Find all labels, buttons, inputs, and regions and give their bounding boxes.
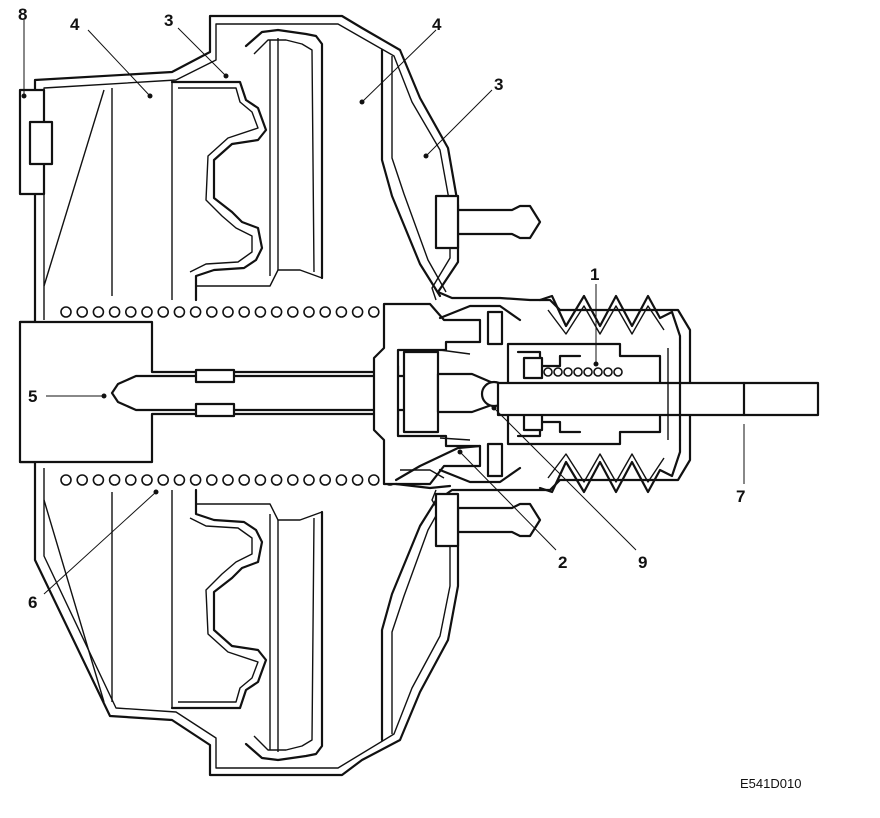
callout-1: 1 <box>590 265 599 284</box>
diaphragm-lower <box>111 488 447 762</box>
spring-coil <box>76 474 88 486</box>
spring-coil <box>351 306 364 318</box>
spring-coil <box>270 306 283 318</box>
spring-coil <box>286 306 299 318</box>
valve-spring-coil <box>573 367 583 377</box>
valve-spring-coil <box>543 367 553 377</box>
spring-coil <box>335 306 348 318</box>
spring-coil <box>173 474 186 486</box>
input-push-rod <box>496 381 820 417</box>
spring-coil <box>173 306 186 318</box>
callout-9: 9 <box>638 553 647 572</box>
spring-coil <box>60 474 72 486</box>
spring-coil <box>222 306 234 318</box>
spring-coil <box>270 474 283 486</box>
spring-coil <box>157 474 169 486</box>
spring-coil <box>254 474 267 486</box>
spring-coil <box>206 474 218 486</box>
valve-spring-coil <box>583 367 593 377</box>
callout-4-left: 4 <box>70 15 80 34</box>
spring-coil <box>286 474 299 486</box>
spring-coil <box>319 474 332 486</box>
spring-coil <box>92 474 105 486</box>
mounting-studs <box>434 194 542 548</box>
spring-coil <box>303 306 315 318</box>
spring-coil <box>254 306 267 318</box>
callout-4-right: 4 <box>432 15 442 34</box>
callout-6: 6 <box>28 593 37 612</box>
spring-coil <box>351 474 364 486</box>
air-valve <box>506 342 662 446</box>
diaphragm-upper <box>111 28 447 302</box>
valve-spring-coil <box>593 367 603 377</box>
callout-5: 5 <box>28 387 37 406</box>
callout-7: 7 <box>736 487 745 506</box>
valve-body <box>372 302 522 490</box>
figure-code: E541D010 <box>740 776 801 791</box>
callout-3-left: 3 <box>164 11 173 30</box>
valve-spring-coil <box>613 367 623 377</box>
spring-coil <box>303 474 315 486</box>
output-push-rod <box>18 320 412 464</box>
spring-coil <box>125 306 137 318</box>
spring-coil <box>335 474 348 486</box>
spring-coil <box>189 474 202 486</box>
callout-labels: 8 4 3 4 3 1 5 7 2 9 6 <box>18 5 745 612</box>
spring-coil <box>141 474 153 486</box>
valve-spring-coil <box>553 367 563 377</box>
spring-coil <box>238 306 250 318</box>
spring-coil <box>125 474 137 486</box>
return-spring <box>60 306 396 486</box>
dust-boot <box>538 294 682 494</box>
spring-coil <box>222 474 234 486</box>
spring-coil <box>76 306 88 318</box>
spring-coil <box>189 306 202 318</box>
leader-dots <box>21 73 599 495</box>
spring-coil <box>238 474 250 486</box>
spring-coil <box>367 474 380 486</box>
callout-2: 2 <box>558 553 567 572</box>
valve-spring-coil <box>603 367 613 377</box>
spring-coil <box>92 306 105 318</box>
spring-coil <box>108 474 121 486</box>
spring-coil <box>319 306 332 318</box>
callout-3-right: 3 <box>494 75 503 94</box>
spring-coil <box>157 306 169 318</box>
spring-coil <box>108 306 121 318</box>
callout-8: 8 <box>18 5 27 24</box>
spring-coil <box>60 306 72 318</box>
valve-spring-coil <box>563 367 573 377</box>
leader-lines <box>23 20 745 703</box>
spring-coil <box>206 306 218 318</box>
spring-coil <box>367 306 380 318</box>
spring-coil <box>141 306 153 318</box>
